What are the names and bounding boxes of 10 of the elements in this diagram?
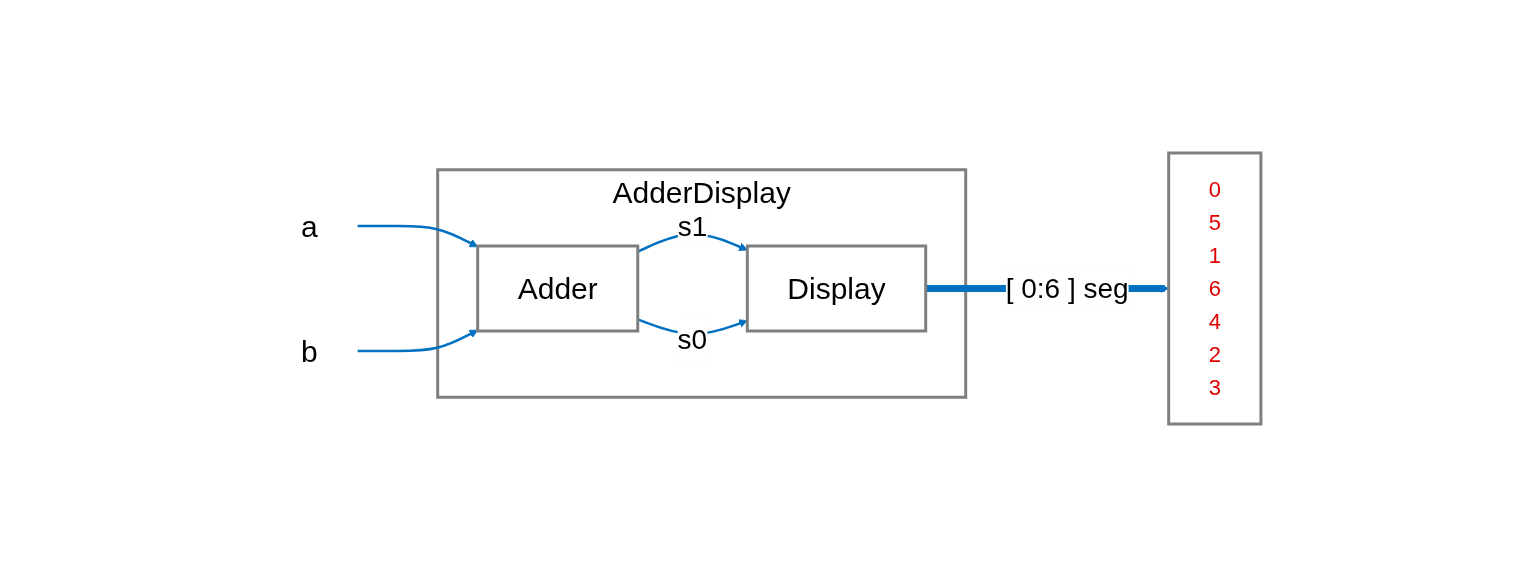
arrow: [357, 329, 479, 353]
node-box: Display: [745, 244, 928, 333]
node-text: b: [301, 334, 318, 368]
edge-label: s1: [677, 210, 708, 242]
edge-label: s0: [677, 324, 708, 356]
edge-label: [ 0:6 ] seg: [1005, 272, 1129, 304]
arrow: [357, 224, 479, 248]
node-text: a: [301, 209, 318, 243]
node-box: 0 5 1 6 4 2 3: [1167, 151, 1263, 426]
node-box: Adder: [476, 244, 640, 333]
